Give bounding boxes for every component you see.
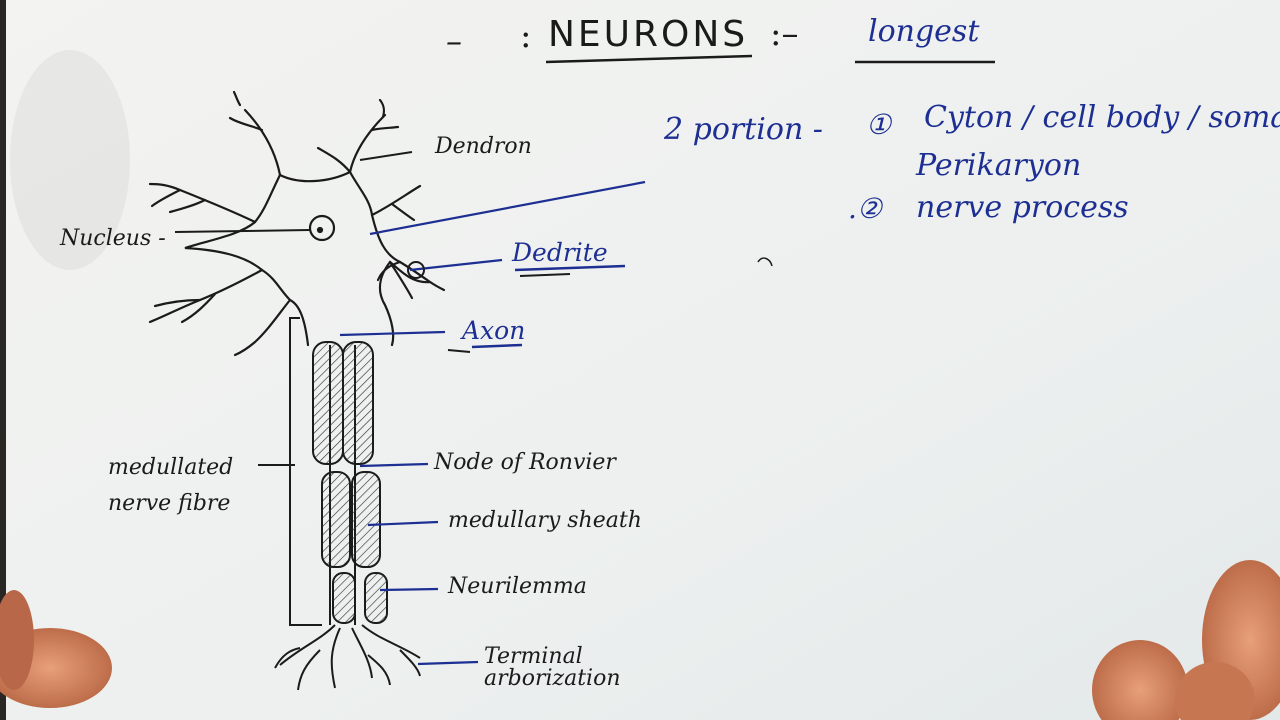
label-axon: Axon <box>462 316 526 345</box>
item-1-text: Cyton / cell body / soma <box>924 100 1280 135</box>
title-separator: :– <box>770 14 799 54</box>
label-dendron: Dendron <box>435 134 532 159</box>
label-terminal-line2: arborization <box>484 666 621 691</box>
label-terminal-arborization: Terminal arborization <box>484 646 621 690</box>
item-2-number: .② <box>848 192 883 225</box>
hand-right <box>1092 560 1280 720</box>
item-2-text: nerve process <box>916 190 1129 225</box>
label-medullary-sheath: medullary sheath <box>448 508 642 533</box>
item-1-text-line2: Perikaryon <box>916 148 1082 183</box>
title-dash: – <box>446 22 462 60</box>
title-note: longest <box>868 14 980 49</box>
label-medullated-fibre: medullated nerve fibre <box>108 450 233 522</box>
item-1-number: ① <box>866 108 892 141</box>
label-terminal-line1: Terminal <box>484 644 583 669</box>
label-neurilemma: Neurilemma <box>448 574 587 599</box>
hand-left <box>0 590 112 708</box>
label-medullated-line2: nerve fibre <box>108 491 231 516</box>
label-node-of-ranvier: Node of Ronvier <box>434 450 616 475</box>
portion-heading: 2 portion - <box>664 112 823 147</box>
label-nucleus: Nucleus - <box>60 226 166 251</box>
title-colon: : <box>520 16 532 56</box>
label-medullated-line1: medullated <box>108 455 234 480</box>
page-title: NEURONS <box>548 14 749 55</box>
label-dendrite: Dedrite <box>512 238 608 267</box>
paper-sheet <box>6 0 1280 720</box>
